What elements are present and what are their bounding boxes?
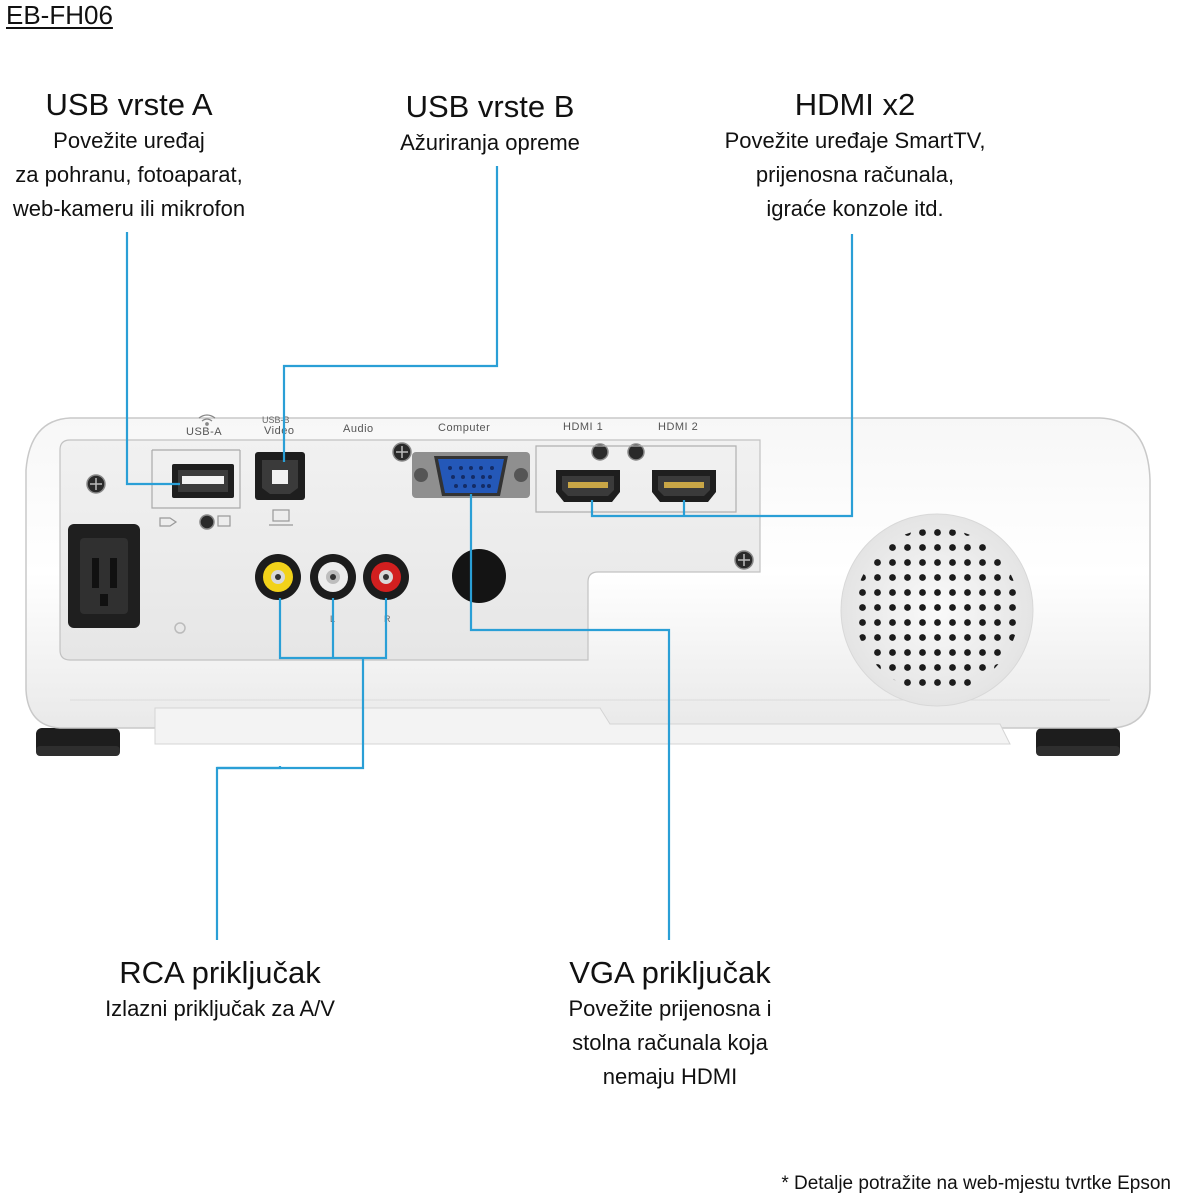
rca-audio-right-jack — [363, 554, 409, 600]
label-audio-r: R — [384, 614, 391, 624]
leader-rca — [215, 766, 282, 940]
wifi-icon — [198, 414, 216, 426]
rca-video-jack — [255, 554, 301, 600]
hdmi-1-port — [556, 470, 620, 502]
label-usb-a: USB-A — [186, 426, 222, 438]
callout-usb-a-title: USB vrste A — [45, 87, 213, 122]
power-inlet — [68, 524, 140, 628]
hdmi-2-port — [652, 470, 716, 502]
leader-usb-b — [282, 166, 499, 462]
label-hdmi1: HDMI 1 — [563, 421, 603, 433]
callout-rca-description: Izlazni priključak za A/V — [105, 996, 335, 1021]
model-title: EB-FH06 — [6, 0, 113, 30]
callout-vga-description: Povežite prijenosna i stolna računala ko… — [568, 996, 772, 1089]
footnote: * Detalje potražite na web-mjestu tvrtke… — [781, 1173, 1171, 1194]
label-video: Video — [264, 425, 294, 437]
speaker-grille — [855, 528, 1019, 692]
callout-usb-b: USB vrste B Ažuriranja opreme — [370, 88, 610, 160]
screw — [199, 514, 215, 530]
callout-usb-b-description: Ažuriranja opreme — [400, 130, 580, 155]
callout-rca-title: RCA priključak — [119, 955, 321, 990]
label-hdmi2: HDMI 2 — [658, 421, 698, 433]
usb-device-icon — [159, 515, 231, 527]
callout-vga-title: VGA priključak — [569, 955, 771, 990]
callout-usb-b-title: USB vrste B — [405, 89, 575, 124]
leader-hdmi — [590, 234, 854, 518]
screw — [591, 443, 609, 461]
callout-rca: RCA priključak Izlazni priključak za A/V — [80, 954, 360, 1026]
callout-hdmi-title: HDMI x2 — [794, 87, 916, 122]
leader-lines — [125, 166, 854, 940]
usb-a-port — [172, 464, 234, 498]
leader-usb-a — [125, 232, 180, 486]
label-computer: Computer — [438, 422, 490, 434]
label-usb-b: USB-B — [262, 415, 290, 425]
callout-hdmi: HDMI x2 Povežite uređaje SmartTV, prijen… — [700, 86, 1010, 226]
leader-vga — [469, 494, 671, 940]
usb-b-port — [255, 452, 305, 500]
label-audio: Audio — [343, 423, 374, 435]
screw — [627, 443, 645, 461]
callout-vga: VGA priključak Povežite prijenosna i sto… — [540, 954, 800, 1094]
sensor-cover — [452, 549, 506, 603]
vga-port — [412, 452, 530, 498]
callout-usb-a: USB vrste A Povežite uređaj za pohranu, … — [0, 86, 258, 226]
callout-usb-a-description: Povežite uređaj za pohranu, fotoaparat, … — [12, 128, 246, 221]
rca-audio-left-jack — [310, 554, 356, 600]
callout-hdmi-description: Povežite uređaje SmartTV, prijenosna rač… — [724, 128, 986, 221]
computer-icon — [269, 509, 293, 526]
